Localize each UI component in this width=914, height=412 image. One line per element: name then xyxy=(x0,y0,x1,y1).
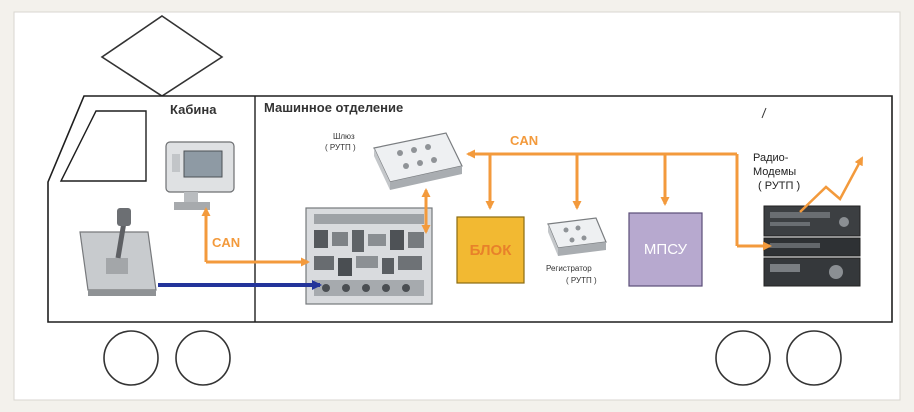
radio-label-line1: Радио- xyxy=(753,152,789,164)
registrator-label-line2: ( РУТП ) xyxy=(566,276,597,285)
can-label-left: CAN xyxy=(212,235,240,250)
radio-modem-icon xyxy=(764,206,860,286)
blok-label: БЛОК xyxy=(470,242,513,259)
cabin-label: Кабина xyxy=(170,102,217,117)
engine-room-label: Машинное отделение xyxy=(264,100,403,115)
can-label-top: CAN xyxy=(510,133,538,148)
radio-label-line2: Модемы xyxy=(753,166,796,178)
registrator-label-line1: Регистратор xyxy=(546,264,592,273)
registrator-device-icon xyxy=(548,218,606,256)
gateway-label-line2: ( РУТП ) xyxy=(325,143,356,152)
gateway-label-line1: Шлюз xyxy=(333,132,355,141)
radio-label-line3: ( РУТП ) xyxy=(758,180,800,192)
circuit-board-icon xyxy=(306,208,432,304)
mpsu-label: МПСУ xyxy=(644,241,688,258)
